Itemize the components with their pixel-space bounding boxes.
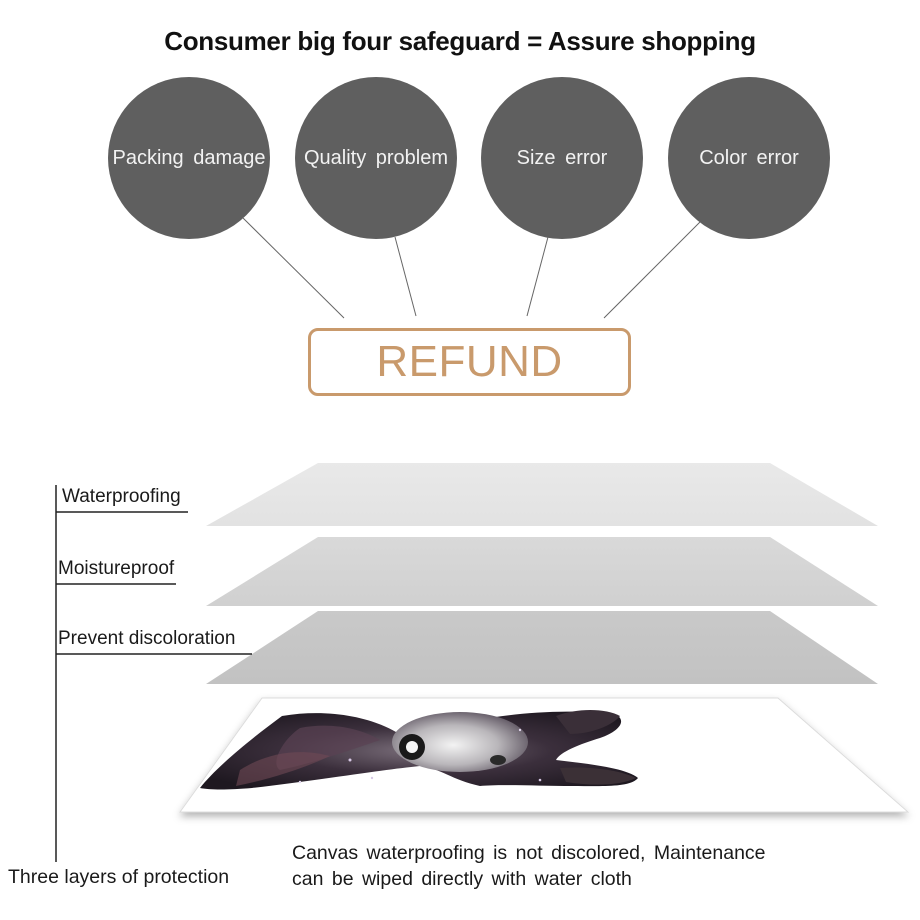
layer-prevent-discoloration <box>206 611 878 684</box>
canvas-painting <box>200 710 638 790</box>
canvas-caption: Canvas waterproofing is not discolored, … <box>292 840 812 892</box>
layer-label-waterproofing: Waterproofing <box>62 486 181 507</box>
layer-waterproofing <box>206 463 878 526</box>
layer-label-prevent-discoloration: Prevent discoloration <box>58 628 236 649</box>
safeguard-circle-size-error: Size error <box>481 77 643 239</box>
safeguard-label: Quality problem <box>303 146 449 169</box>
layer-moistureproof <box>206 537 878 606</box>
protection-label: Three layers of protection <box>8 866 230 888</box>
caption-line-2: can be wiped directly with water cloth <box>292 868 632 890</box>
caption-line-1: Canvas waterproofing is not discolored, … <box>292 842 766 864</box>
safeguard-circle-quality-problem: Quality problem <box>295 77 457 239</box>
refund-label: REFUND <box>376 337 563 386</box>
page-title: Consumer big four safeguard = Assure sho… <box>164 26 756 56</box>
safeguard-circle-color-error: Color error <box>668 77 830 239</box>
safeguard-label: Color error <box>699 146 799 169</box>
layer-label-moistureproof: Moistureproof <box>58 558 175 579</box>
safeguard-label: Size error <box>516 146 608 169</box>
safeguard-circle-packing-damage: Packing damage <box>108 77 270 239</box>
safeguard-label: Packing damage <box>112 146 266 169</box>
refund-box: REFUND <box>308 328 631 396</box>
